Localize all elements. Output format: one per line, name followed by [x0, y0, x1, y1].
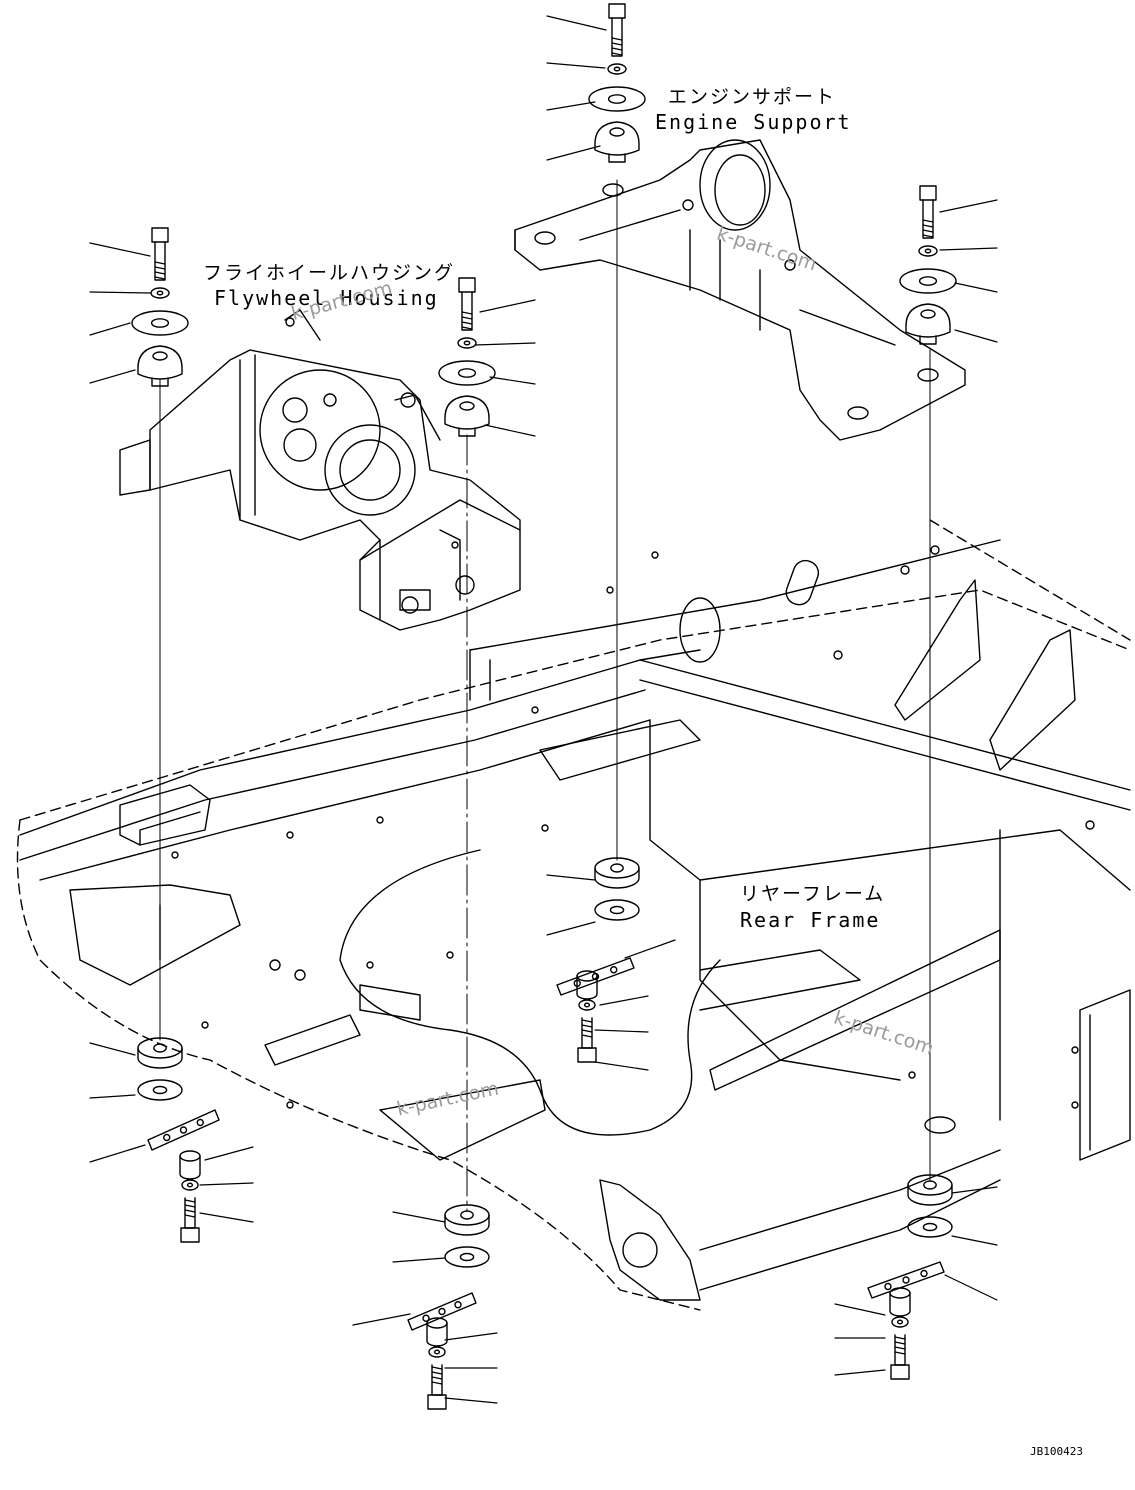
leader-line [939, 247, 998, 251]
washer-part [594, 899, 640, 921]
collar-part [426, 1317, 448, 1347]
rear-frame [16, 519, 1131, 1311]
cushion-part [444, 395, 490, 437]
washer-part [131, 310, 189, 336]
rubber-mount-part [907, 1174, 953, 1206]
leader-line [834, 1369, 886, 1376]
stopper-plate-part [147, 1109, 220, 1151]
leader-lines [89, 15, 998, 1404]
flywheel-housing-label-en: Flywheel Housing [214, 286, 439, 310]
leader-line [89, 1042, 136, 1056]
bolt-part [458, 277, 476, 331]
stopper-plate-part [867, 1261, 945, 1299]
washer-part [907, 1216, 953, 1238]
flywheel-housing [119, 309, 521, 631]
leader-line [951, 1235, 998, 1246]
leader-line [944, 1274, 998, 1301]
leader-line [954, 329, 998, 343]
washer-part [457, 337, 477, 349]
leader-line [392, 1211, 446, 1223]
leader-line [199, 1182, 254, 1186]
stopper-plate-part [407, 1292, 477, 1331]
washer-part [918, 245, 938, 257]
cushion-part [137, 345, 183, 387]
leader-line [89, 322, 131, 336]
cushion-part [905, 303, 951, 345]
leader-line [444, 1397, 498, 1404]
washer-part [150, 287, 170, 299]
leader-line [954, 282, 998, 293]
rear-frame-label-en: Rear Frame [740, 908, 881, 932]
leader-line [546, 62, 606, 69]
collar-part [179, 1150, 201, 1180]
engine-support [514, 139, 966, 441]
stopper-plate-part [556, 957, 635, 996]
leader-line [479, 299, 536, 313]
leader-line [199, 1212, 254, 1223]
lower-bolt-part [180, 1197, 200, 1243]
leader-line [834, 1303, 886, 1316]
washer-part [891, 1316, 909, 1328]
washer-part [438, 360, 496, 386]
rear-frame-label-ja: リヤーフレーム [740, 883, 886, 905]
leader-line [546, 874, 596, 881]
washer-part [444, 1246, 490, 1268]
leader-line [594, 1061, 649, 1071]
washer-part [588, 86, 646, 112]
leader-line [89, 242, 151, 257]
bolt-part [608, 3, 626, 57]
leader-line [951, 1186, 998, 1194]
leader-line [546, 921, 596, 936]
mounting-hardware [131, 3, 957, 1410]
lower-bolt-part [577, 1017, 597, 1063]
leader-line [204, 1146, 254, 1161]
washer-part [899, 268, 957, 294]
engine-support-label-ja: エンジンサポート [668, 86, 837, 108]
flywheel-housing-label-ja: フライホイールハウジング [203, 262, 456, 284]
lower-bolt-part [890, 1334, 910, 1380]
rubber-mount-part [444, 1204, 490, 1236]
leader-line [624, 939, 676, 959]
leader-line [599, 995, 649, 1006]
leader-line [392, 1257, 446, 1263]
leader-line [89, 1144, 146, 1163]
washer-part [137, 1079, 183, 1101]
collar-part [889, 1287, 911, 1317]
leader-line [89, 1094, 136, 1099]
rubber-mount-part [594, 857, 640, 889]
leader-line [484, 424, 536, 437]
engine-support-label-en: Engine Support [655, 110, 852, 134]
leader-line [89, 291, 151, 294]
washer-part [428, 1346, 446, 1358]
leader-line [352, 1313, 411, 1326]
leader-line [546, 145, 601, 161]
leader-line [546, 101, 596, 111]
leader-line [89, 369, 136, 384]
washer-part [578, 999, 596, 1011]
rubber-mount-part [137, 1037, 183, 1069]
drawing-number: JB100423 [1030, 1445, 1083, 1458]
assembly-centerlines [159, 179, 931, 1211]
leader-line [546, 15, 607, 31]
leader-line [489, 376, 536, 385]
bolt-part [151, 227, 169, 281]
cushion-part [594, 121, 640, 163]
leader-line [444, 1332, 498, 1341]
bolt-part [919, 185, 937, 239]
leader-line [594, 1029, 649, 1033]
frame-holes [171, 545, 1095, 1109]
leader-line [474, 342, 536, 346]
washer-part [607, 63, 627, 75]
washer-part [181, 1179, 199, 1191]
collar-part [576, 970, 598, 1000]
leader-line [939, 199, 998, 213]
lower-bolt-part [427, 1364, 447, 1410]
